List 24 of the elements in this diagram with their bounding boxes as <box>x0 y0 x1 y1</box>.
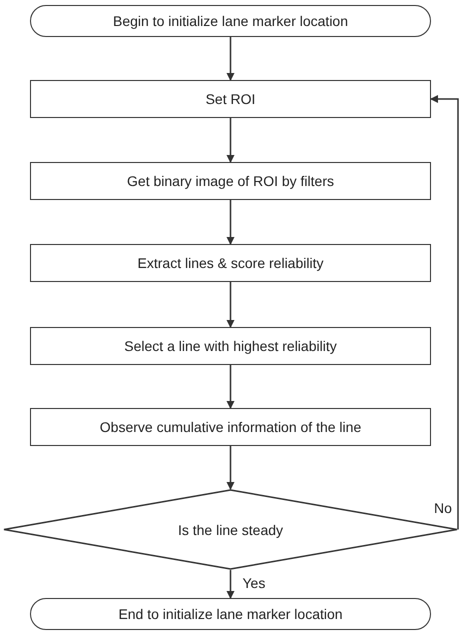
arrow <box>226 282 234 328</box>
terminal-shape <box>30 598 431 630</box>
step-text: End to initialize lane marker location <box>118 606 343 622</box>
arrow <box>226 570 234 599</box>
arrow <box>226 365 234 409</box>
process-box <box>30 408 431 446</box>
step-text: Get binary image of ROI by filters <box>127 173 334 189</box>
edge-label: Yes <box>240 575 268 591</box>
arrow <box>226 446 234 490</box>
process-box <box>30 327 431 365</box>
terminal-shape <box>30 5 431 37</box>
arrow <box>226 200 234 245</box>
process-box <box>30 162 431 200</box>
step-text: Begin to initialize lane marker location <box>112 13 348 29</box>
step-text: Is the line steady <box>178 522 284 538</box>
arrow <box>226 118 234 163</box>
step-text: Extract lines & score reliability <box>138 255 324 271</box>
process-box <box>30 244 431 282</box>
arrow <box>430 95 459 530</box>
step-text: Observe cumulative information of the line <box>100 419 362 435</box>
step-text: Set ROI <box>206 91 256 107</box>
process-box <box>30 80 431 118</box>
step-text: Select a line with highest reliability <box>124 338 337 354</box>
arrow <box>226 37 234 81</box>
